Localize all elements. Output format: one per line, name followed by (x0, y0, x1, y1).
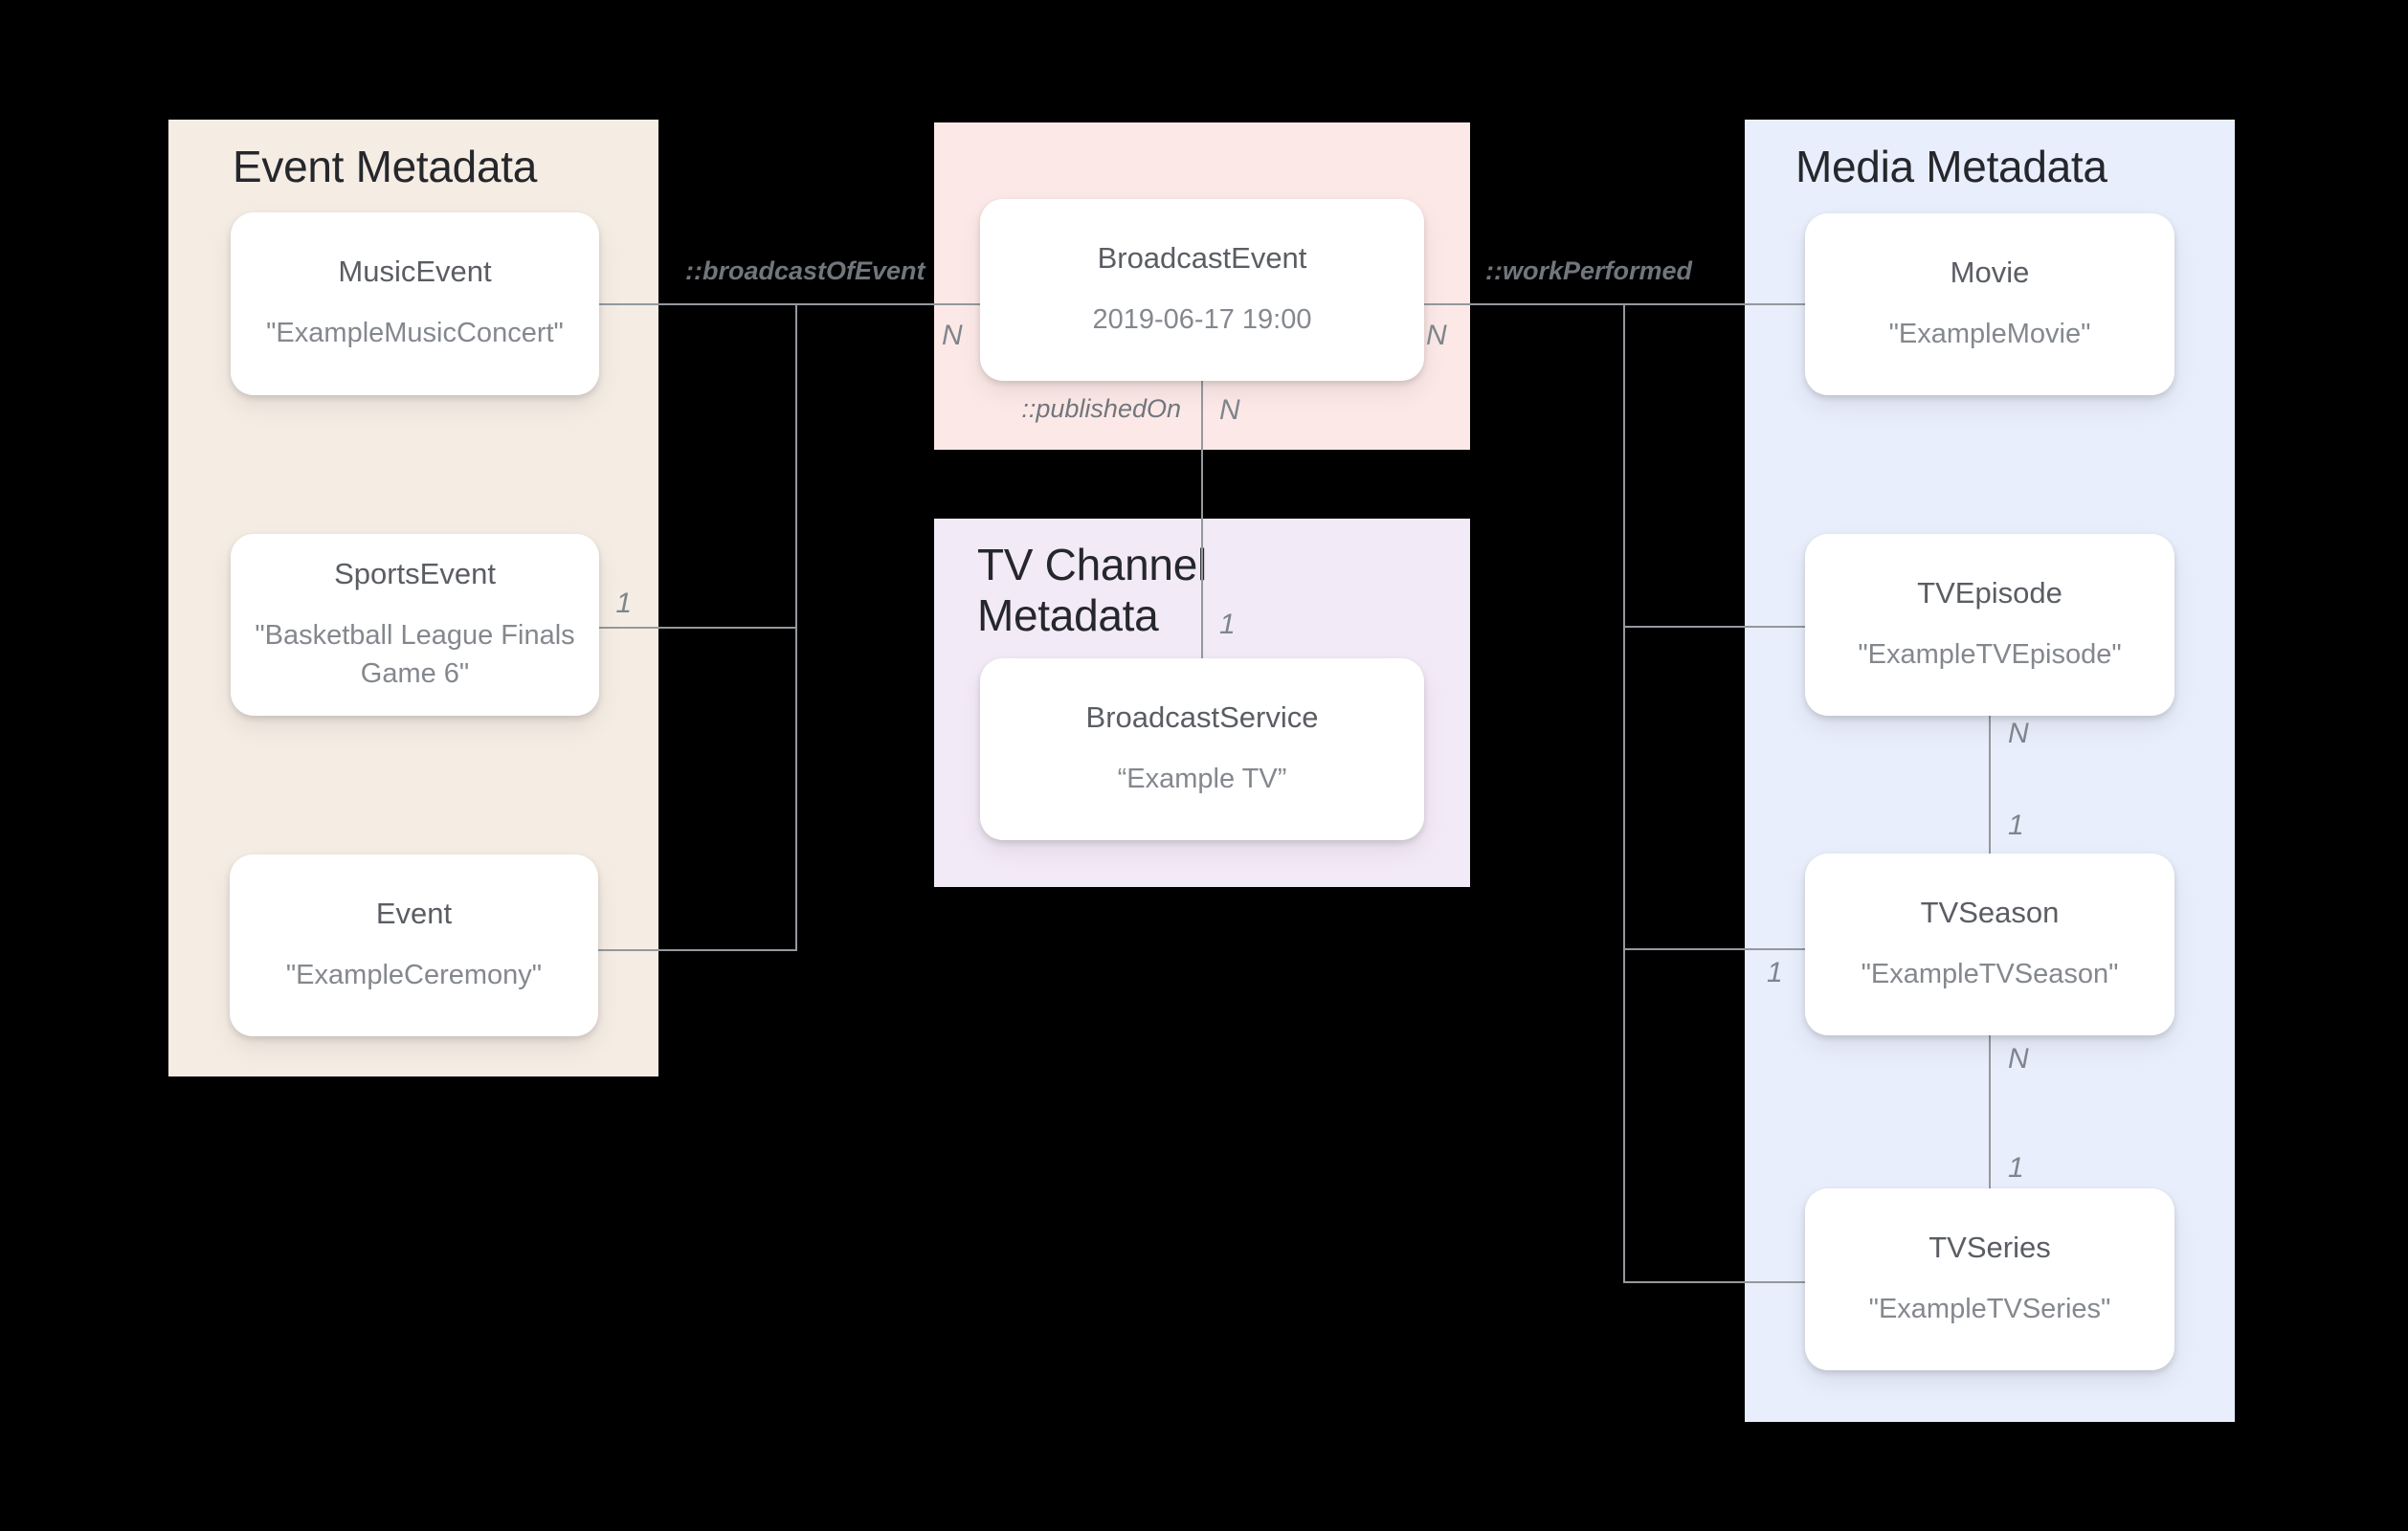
node-subtitle: "ExampleTVSeries" (1868, 1293, 2111, 1324)
node-title: BroadcastService (1085, 699, 1319, 734)
edge-trunk-tvseries (1624, 1281, 1805, 1283)
cardinality-episode-season-n: N (2008, 718, 2029, 749)
edge-broadcastevent-broadcastservice (1201, 381, 1203, 658)
node-broadcast-event: BroadcastEvent 2019-06-17 19:00 (980, 199, 1424, 381)
node-title: Event (375, 896, 453, 930)
cardinality-season-series-1: 1 (2008, 1152, 2024, 1184)
edge-media-trunk (1623, 303, 1625, 1283)
node-subtitle: "ExampleMusicConcert" (266, 318, 564, 349)
edge-tvepisode-tvseason (1989, 716, 1991, 854)
node-subtitle: "ExampleTVSeason" (1861, 958, 2119, 989)
node-tv-series: TVSeries "ExampleTVSeries" (1805, 1188, 2174, 1370)
cardinality-broadcast-service-1: 1 (1219, 609, 1236, 640)
node-broadcast-service: BroadcastService “Example TV” (980, 658, 1424, 840)
node-event: Event "ExampleCeremony" (230, 854, 598, 1036)
cardinality-media-works-1: 1 (1767, 957, 1783, 988)
edge-musicevent-broadcastevent (599, 303, 980, 305)
edge-event-trunk (598, 949, 796, 951)
node-title: SportsEvent (334, 557, 496, 591)
edge-label-published-on: ::publishedOn (1021, 394, 1181, 423)
edge-trunk-tvepisode (1624, 626, 1805, 628)
node-title: TVSeries (1929, 1230, 2051, 1264)
edge-label-broadcast-of-event: ::broadcastOfEvent (685, 256, 925, 285)
node-subtitle: "Basketball League Finals Game 6" (255, 620, 575, 689)
cardinality-episode-season-1: 1 (2008, 810, 2024, 841)
cardinality-broadcast-event-left-n: N (942, 320, 963, 351)
node-subtitle: "ExampleTVEpisode" (1858, 638, 2122, 670)
node-tv-season: TVSeason "ExampleTVSeason" (1805, 854, 2174, 1035)
cardinality-broadcast-event-right-n: N (1426, 320, 1447, 351)
node-sports-event: SportsEvent "Basketball League Finals Ga… (231, 534, 599, 716)
node-subtitle: “Example TV” (1117, 763, 1287, 794)
node-movie: Movie "ExampleMovie" (1805, 213, 2174, 395)
node-subtitle: 2019-06-17 19:00 (1092, 303, 1312, 335)
node-title: TVSeason (1920, 895, 2060, 929)
section-title-media-metadata: Media Metadata (1795, 142, 2107, 191)
edge-tvseason-tvseries (1989, 1035, 1991, 1188)
edge-sportsevent-trunk (599, 627, 796, 629)
node-subtitle: "ExampleCeremony" (285, 959, 543, 990)
cardinality-published-on-n: N (1219, 394, 1240, 426)
node-title: TVEpisode (1917, 575, 2062, 610)
node-title: BroadcastEvent (1097, 240, 1307, 275)
cardinality-season-series-n: N (2008, 1043, 2029, 1075)
edge-label-work-performed: ::workPerformed (1485, 256, 1693, 285)
edge-broadcastevent-movie (1424, 303, 1805, 305)
node-title: Movie (1950, 255, 2030, 289)
node-title: MusicEvent (338, 255, 492, 289)
section-title-event-metadata: Event Metadata (233, 142, 538, 191)
edge-trunk-tvseason (1624, 948, 1805, 950)
section-title-tv-channel-metadata: TV Channel Metadata (977, 540, 1207, 641)
node-tv-episode: TVEpisode "ExampleTVEpisode" (1805, 534, 2174, 716)
cardinality-sports-events-1: 1 (615, 588, 632, 619)
node-subtitle: "ExampleMovie" (1888, 318, 2091, 349)
edge-left-trunk (795, 303, 797, 951)
node-music-event: MusicEvent "ExampleMusicConcert" (231, 212, 599, 395)
